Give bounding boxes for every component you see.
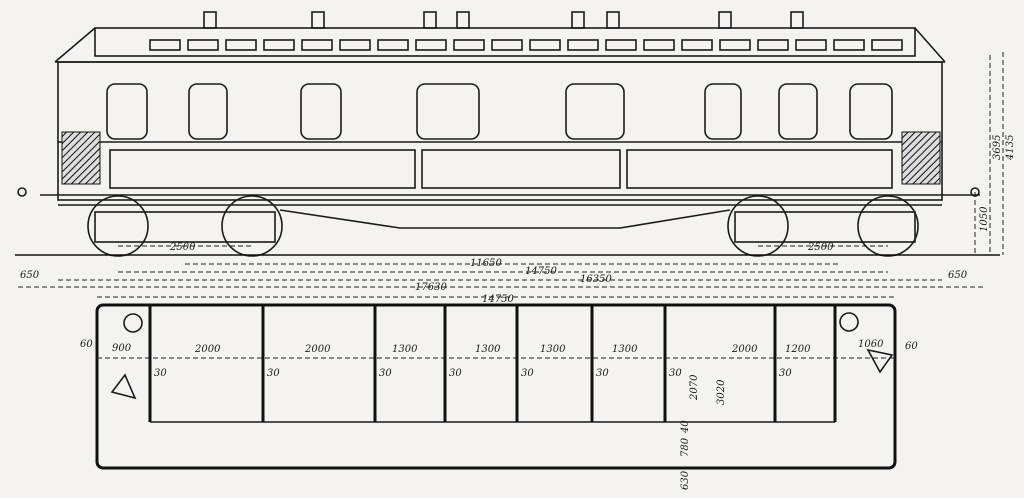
dim-partition: 30	[521, 368, 534, 379]
dim-buffer-height: 1050	[979, 206, 990, 232]
clerestory-window	[149, 39, 181, 51]
clerestory-window	[795, 39, 827, 51]
clerestory-window	[301, 39, 333, 51]
dim-overhang-left: 650	[20, 270, 40, 281]
dim-body-length: 14750	[525, 266, 557, 277]
dim-bogie-wheelbase-right: 2500	[807, 242, 834, 253]
dim-partition: 30	[154, 368, 167, 379]
clerestory-window	[643, 39, 675, 51]
clerestory-window	[871, 39, 903, 51]
clerestory-window	[681, 39, 713, 51]
washbasin-right	[839, 312, 859, 332]
dim-overall-a: 16350	[580, 274, 612, 285]
window	[416, 83, 480, 140]
dim-plan-length: 14750	[482, 294, 514, 305]
ventilator-icon	[423, 11, 437, 29]
clerestory-roof	[94, 27, 916, 57]
clerestory-window	[339, 39, 371, 51]
lower-panel	[626, 149, 893, 189]
bogie-left	[87, 195, 283, 257]
window	[106, 83, 148, 140]
underframe	[40, 194, 980, 229]
clerestory-window	[529, 39, 561, 51]
dim-overall-b: 17630	[415, 282, 447, 293]
dim-partition: 30	[449, 368, 462, 379]
clerestory-window	[453, 39, 485, 51]
dim-body-height: 3695	[992, 135, 1003, 160]
dim-compartment: 1200	[785, 344, 811, 355]
dim-compartment: 2000	[304, 344, 331, 355]
dim-900: 900	[112, 343, 132, 354]
dim-compartment: 2000	[194, 344, 221, 355]
dim-1060: 1060	[858, 339, 884, 350]
dim-compartment: 1300	[392, 344, 418, 355]
dim-compartment: 1300	[540, 344, 566, 355]
end-platform-grille	[61, 131, 101, 185]
toilet-right	[866, 348, 894, 374]
window	[300, 83, 342, 140]
ventilator-icon	[203, 11, 217, 29]
toilet-left	[110, 373, 137, 400]
dim-bogie-centres: 11650	[470, 258, 502, 269]
window	[849, 83, 893, 140]
dim-3020: 3020	[716, 379, 727, 405]
dim-40: 40	[680, 420, 691, 434]
clerestory-window	[757, 39, 789, 51]
window	[704, 83, 742, 140]
lower-panel	[421, 149, 621, 189]
dim-total-height: 4135	[1005, 135, 1016, 161]
dim-60-right: 60	[905, 341, 918, 352]
side-elevation: 2500 2500 11650 14750 16350 17630 650 65…	[15, 11, 1016, 293]
dim-partition: 30	[379, 368, 392, 379]
clerestory-window	[491, 39, 523, 51]
body-windows	[106, 83, 893, 140]
clerestory-window	[833, 39, 865, 51]
bogie-right	[727, 195, 919, 257]
window	[778, 83, 818, 140]
compartment-partitions	[148, 305, 837, 422]
end-platform-grille	[901, 131, 941, 185]
ventilator-icon	[456, 11, 470, 29]
ventilator-icon	[606, 11, 620, 29]
roof-ventilators	[203, 11, 804, 29]
clerestory-window	[605, 39, 637, 51]
dim-2070: 2070	[689, 374, 700, 401]
ventilator-icon	[311, 11, 325, 29]
clerestory-window	[225, 39, 257, 51]
buffer-left	[17, 187, 27, 197]
ventilator-icon	[718, 11, 732, 29]
window	[565, 83, 625, 140]
ventilator-icon	[571, 11, 585, 29]
clerestory-window	[567, 39, 599, 51]
dim-compartment: 1300	[612, 344, 638, 355]
clerestory-window	[377, 39, 409, 51]
dim-compartment: 2000	[731, 344, 758, 355]
clerestory-windows	[149, 39, 903, 51]
ventilator-icon	[790, 11, 804, 29]
washbasin-left	[123, 313, 143, 333]
dim-630: 630	[680, 470, 691, 490]
dim-bogie-wheelbase-left: 2500	[169, 242, 196, 253]
clerestory-window	[263, 39, 295, 51]
dim-780: 780	[680, 437, 691, 457]
window	[188, 83, 228, 140]
dim-overhang-right: 650	[948, 270, 968, 281]
clerestory-window	[187, 39, 219, 51]
plan-outline	[95, 303, 897, 470]
dim-partition: 30	[596, 368, 609, 379]
lower-panel	[109, 149, 416, 189]
clerestory-window	[415, 39, 447, 51]
floor-plan: 14750 60 900 2000 30 2000 30 1300 30 1300 30 130…	[80, 294, 918, 490]
dim-partition: 30	[779, 368, 792, 379]
dim-60-left: 60	[80, 339, 93, 350]
clerestory-window	[719, 39, 751, 51]
carriage-body	[57, 61, 943, 201]
dim-partition: 30	[267, 368, 280, 379]
dim-compartment: 1300	[475, 344, 501, 355]
dim-partition: 30	[669, 368, 682, 379]
